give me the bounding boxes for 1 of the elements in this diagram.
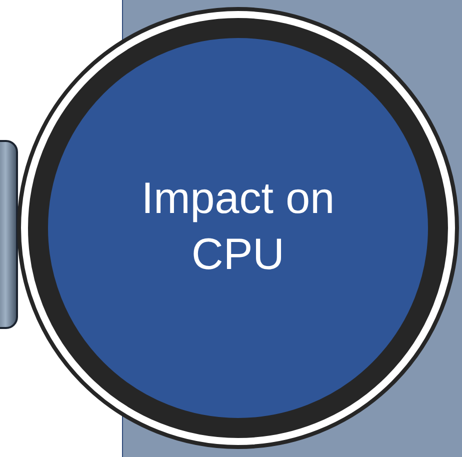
circle-label: Impact on CPU <box>140 173 336 281</box>
